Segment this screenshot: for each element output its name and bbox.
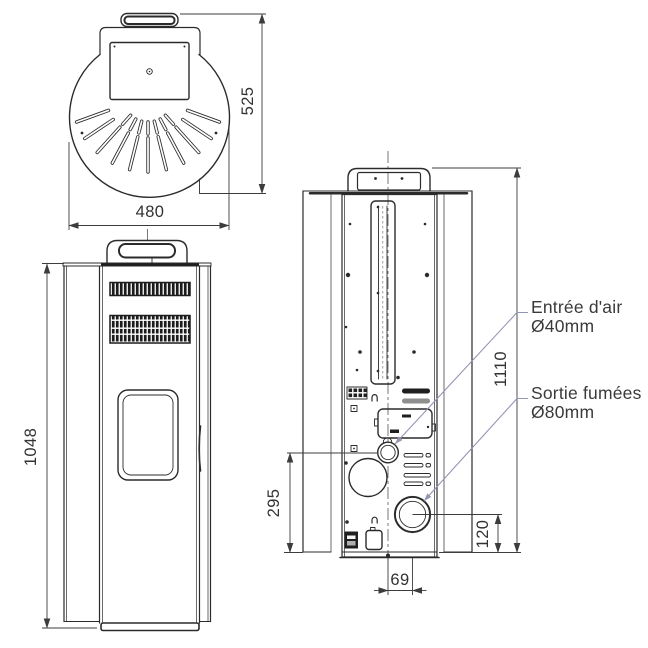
- left-side-panel: [63, 265, 100, 623]
- top-band: [62, 262, 212, 267]
- cable-clip: [371, 516, 378, 524]
- small-fixing-upper: [350, 405, 358, 412]
- flue-leader: [423, 397, 528, 502]
- top-cap: [99, 26, 201, 56]
- front-view: [62, 229, 212, 632]
- power-inlet-module: [344, 531, 358, 549]
- dim-295-label: 295: [265, 489, 283, 518]
- vent-slot: [402, 388, 430, 394]
- radial-vent-slots: [74, 108, 222, 174]
- air-inlet-label-line1: Entrée d'air: [531, 297, 622, 317]
- door-latch: [198, 425, 202, 472]
- vent-slot: [402, 398, 430, 404]
- front-panel: [98, 265, 201, 632]
- air-inlet-leader: [394, 311, 528, 445]
- cable-clip: [371, 394, 378, 402]
- terminal-block: [346, 386, 368, 400]
- fan-housing: [348, 457, 388, 498]
- dim-1110-label: 1110: [492, 351, 510, 387]
- rear-view-dimensions: 1110 295 120 69: [265, 167, 521, 595]
- front-view-dimensions: 1048: [22, 263, 97, 629]
- flue-label-line2: Ø80mm: [531, 402, 594, 422]
- rear-view: [302, 151, 473, 560]
- callouts: Entrée d'air Ø40mm Sortie fumées Ø80mm: [394, 297, 642, 502]
- junction-box: [374, 408, 436, 439]
- rear-vent-slots: [403, 453, 431, 486]
- rear-cap: [347, 167, 431, 192]
- right-side-panel: [199, 265, 212, 623]
- screw-dot: [80, 131, 84, 135]
- convection-grille-lower: [109, 314, 191, 344]
- rear-panel: [339, 193, 440, 559]
- air-inlet-label-line2: Ø40mm: [531, 316, 594, 336]
- service-socket: [365, 527, 383, 551]
- top-view-dimensions: 525 480: [68, 13, 266, 230]
- lid-center-hole: [146, 68, 153, 75]
- top-handle: [120, 12, 179, 28]
- small-fixing-lower: [350, 445, 358, 452]
- dim-69-label: 69: [390, 571, 409, 589]
- flue-label-line1: Sortie fumées: [531, 383, 642, 403]
- convection-grille-upper: [109, 281, 191, 297]
- rear-left-side-panel: [302, 190, 332, 553]
- base-plate: [100, 622, 200, 632]
- rear-rail-channel: [370, 200, 396, 385]
- hopper-lid: [109, 41, 190, 101]
- dim-1048-label: 1048: [22, 428, 40, 466]
- dim-480-label: 480: [136, 203, 165, 221]
- top-view: [68, 12, 231, 199]
- screw-dot: [214, 131, 218, 135]
- viewing-window: [117, 389, 179, 481]
- rear-right-side-panel: [443, 190, 473, 553]
- dim-120-label: 120: [474, 520, 492, 549]
- front-handle: [106, 239, 188, 264]
- dim-525-label: 525: [239, 87, 257, 116]
- round-body-outline: [68, 53, 231, 199]
- air-inlet-port: [377, 437, 400, 464]
- screw-dots: [344, 205, 430, 558]
